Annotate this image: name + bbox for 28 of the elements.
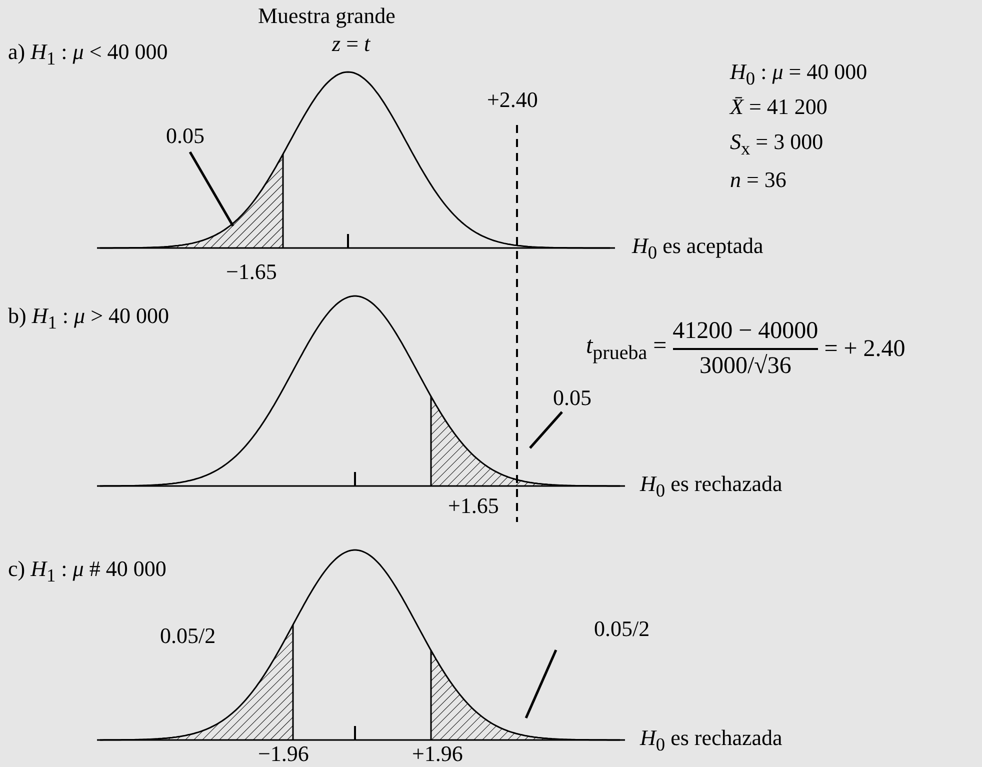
critical-value: +1.65 (448, 494, 499, 518)
hypothesis-label: a) H$_{1}$ : μ < 40 000 (8, 40, 168, 69)
conclusion-label: H$_{0}$ es rechazada (640, 472, 782, 501)
hypothesis-label: b) H$_{1}$ : μ > 40 000 (8, 304, 169, 333)
equation-label: z = t (332, 32, 370, 56)
hypothesis-label: c) H$_{1}$ : μ # 40 000 (8, 557, 166, 586)
probability-label: 0.05/2 (594, 617, 650, 642)
critical-value: +1.96 (412, 742, 463, 766)
probability-label: 0.05/2 (160, 624, 216, 648)
critical-value: +2.40 (487, 88, 538, 112)
formula-term: 3000/√36 (699, 353, 792, 380)
critical-value: −1.65 (226, 260, 277, 284)
given-value: n = 36 (730, 168, 786, 192)
given-value: S$_{x}$ = 3 000 (730, 130, 824, 159)
heading: Muestra grande (258, 4, 396, 28)
probability-label: 0.05 (553, 386, 592, 410)
formula-term: t$_{prueba}$ = (586, 333, 667, 365)
given-value: H$_{0}$ : μ = 40 000 (730, 60, 868, 89)
leader-line (529, 411, 563, 449)
leader-line (524, 650, 558, 718)
conclusion-label: H$_{0}$ es rechazada (640, 726, 782, 755)
critical-value: −1.96 (258, 742, 309, 766)
formula-term: = + 2.40 (824, 336, 906, 362)
leader-line (188, 151, 234, 227)
conclusion-label: H$_{0}$ es aceptada (632, 234, 764, 263)
probability-label: 0.05 (166, 124, 204, 148)
formula-term: 41200 − 40000 (672, 318, 818, 345)
given-value: X̄ = 41 200 (730, 95, 828, 120)
